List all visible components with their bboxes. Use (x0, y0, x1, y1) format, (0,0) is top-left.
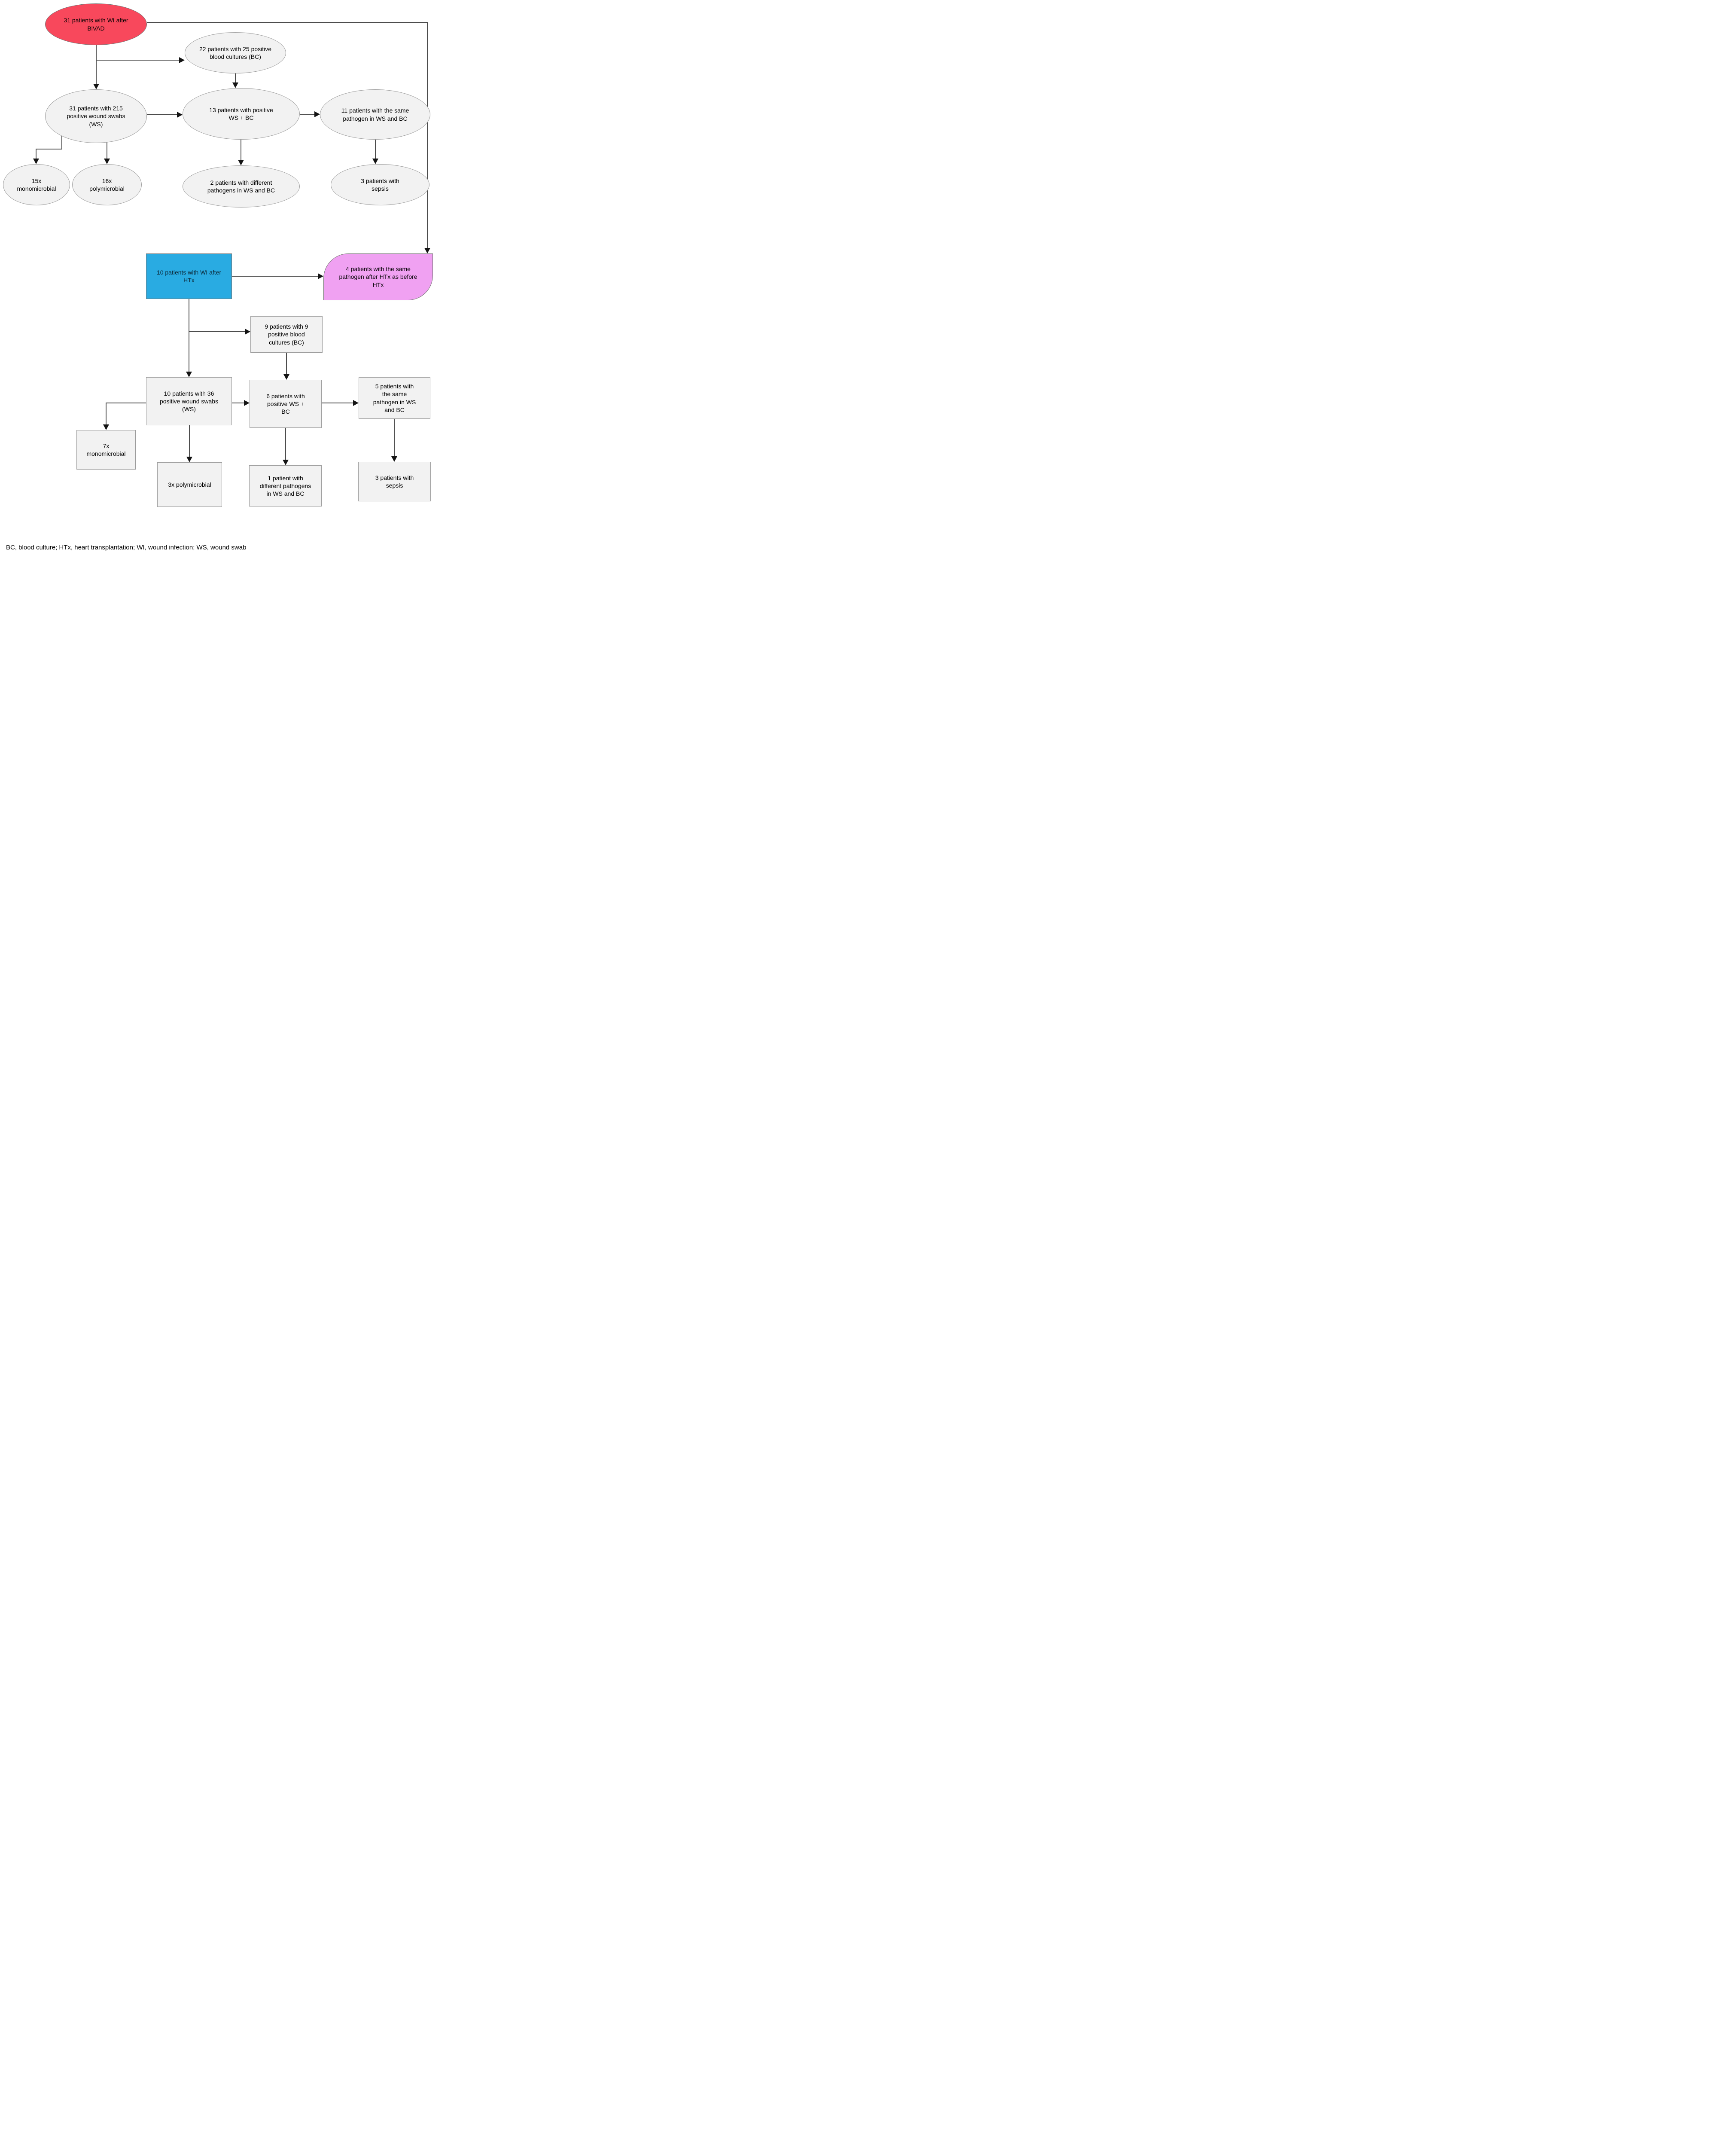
connector-wsbc6-to-diff1 (285, 427, 286, 460)
connector-ws31-to-mono15-h (36, 149, 62, 150)
arrowhead-into-ws31 (93, 84, 99, 89)
node-monomicrobial-7: 7x monomicrobial (76, 430, 136, 470)
connector-bivad-to-same4-horizontal (147, 22, 427, 23)
node-polymicrobial-16: 16x polymicrobial (72, 164, 142, 205)
connector-ws31-to-mono15-v1 (61, 136, 62, 150)
connector-bivad-to-same4-vertical (427, 22, 428, 248)
node-same-pathogen-after-htx-4: 4 patients with the same pathogen after … (323, 253, 433, 300)
arrowhead-into-same5 (353, 400, 359, 406)
arrowhead-into-bc9 (245, 329, 250, 335)
node-wound-swabs-10: 10 patients with 36 positive wound swabs… (146, 377, 232, 425)
node-blood-cultures-9: 9 patients with 9 positive blood culture… (250, 316, 323, 353)
node-same-pathogen-5: 5 patients with the same pathogen in WS … (359, 377, 430, 419)
arrowhead-into-same4-left (318, 273, 323, 279)
arrowhead-into-sepsis3b (391, 456, 397, 462)
connector-bc22-to-wsbc13 (235, 73, 236, 83)
arrowhead-into-wsbc6-left (244, 400, 250, 406)
connector-ws10-to-mono7-v (106, 403, 107, 425)
node-sepsis-3-htx: 3 patients with sepsis (358, 462, 431, 501)
connector-ws10-to-poly3 (189, 425, 190, 457)
arrowhead-into-same11 (314, 111, 320, 117)
arrowhead-into-sepsis3a (372, 159, 378, 164)
connector-wsbc13-to-same11 (300, 114, 315, 115)
arrowhead-into-diff1 (283, 460, 289, 465)
arrowhead-into-poly3 (186, 457, 192, 462)
node-positive-ws-bc-6: 6 patients with positive WS + BC (250, 380, 322, 428)
node-wound-swabs-31: 31 patients with 215 positive wound swab… (45, 89, 147, 143)
connector-htx10-to-same4 (232, 276, 318, 277)
connector-same11-to-sepsis3a (375, 139, 376, 159)
node-polymicrobial-3: 3x polymicrobial (157, 462, 222, 507)
arrowhead-into-wsbc13-top (232, 82, 238, 88)
node-different-pathogens-1: 1 patient with different pathogens in WS… (249, 465, 322, 506)
node-different-pathogens-2: 2 patients with different pathogens in W… (183, 165, 300, 207)
arrowhead-into-same4-top (424, 248, 430, 253)
arrowhead-into-wsbc6-top (283, 374, 289, 380)
node-monomicrobial-15: 15x monomicrobial (3, 164, 70, 205)
node-same-pathogen-11: 11 patients with the same pathogen in WS… (320, 89, 430, 140)
arrowhead-into-bc22 (179, 57, 185, 63)
arrowhead-into-poly16 (104, 159, 110, 164)
connector-same5-to-sepsis3b (394, 418, 395, 457)
arrowhead-into-ws10 (186, 372, 192, 377)
node-blood-cultures-22: 22 patients with 25 positive blood cultu… (185, 32, 286, 73)
arrowhead-into-mono7 (103, 424, 109, 430)
arrowhead-into-mono15 (33, 159, 39, 164)
node-positive-ws-bc-13: 13 patients with positive WS + BC (183, 88, 300, 140)
connector-bivad-branch-to-bc22 (96, 60, 180, 61)
connector-bivad-down (96, 45, 97, 84)
node-htx-patients: 10 patients with WI after HTx (146, 253, 232, 299)
connector-ws31-to-mono15-v2 (36, 149, 37, 159)
node-bivad-patients: 31 patients with WI after BiVAD (45, 3, 147, 45)
node-sepsis-3-bivad: 3 patients with sepsis (331, 164, 429, 205)
flowchart-canvas: 31 patients with WI after BiVAD 22 patie… (0, 0, 434, 560)
connector-ws31-to-wsbc13 (147, 114, 177, 115)
connector-bc9-to-wsbc6 (286, 352, 287, 375)
connector-htx10-branch-to-bc9 (189, 331, 245, 332)
abbreviation-legend: BC, blood culture; HTx, heart transplant… (6, 544, 247, 551)
arrowhead-into-diff2 (238, 160, 244, 165)
arrowhead-into-wsbc13-left (177, 112, 183, 118)
